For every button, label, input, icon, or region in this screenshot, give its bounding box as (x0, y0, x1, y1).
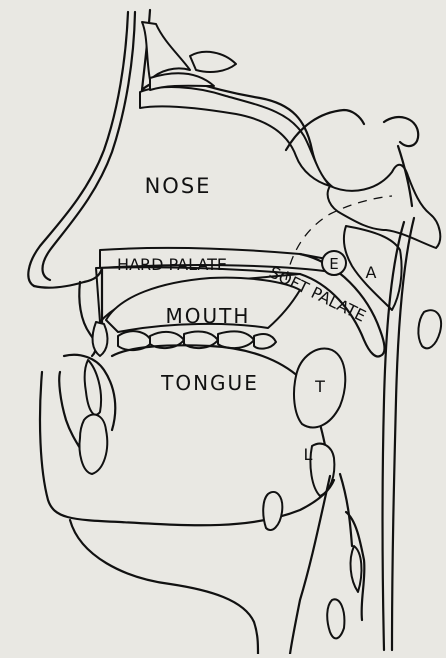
label-tongue: TONGUE (160, 371, 259, 395)
label-t: T (314, 377, 325, 396)
label-mouth: MOUTH (166, 304, 251, 328)
label-e: E (329, 255, 338, 273)
sphenoid-bone (286, 110, 440, 248)
label-nose: NOSE (145, 174, 212, 198)
label-a: A (366, 263, 377, 282)
label-hard-palate: HARD PALATE (117, 255, 227, 274)
tongue: T L (112, 345, 345, 496)
pharynx-wall (383, 218, 442, 650)
label-l: L (304, 445, 313, 464)
nasal-bone-region (140, 22, 330, 186)
neck-larynx (70, 474, 364, 654)
